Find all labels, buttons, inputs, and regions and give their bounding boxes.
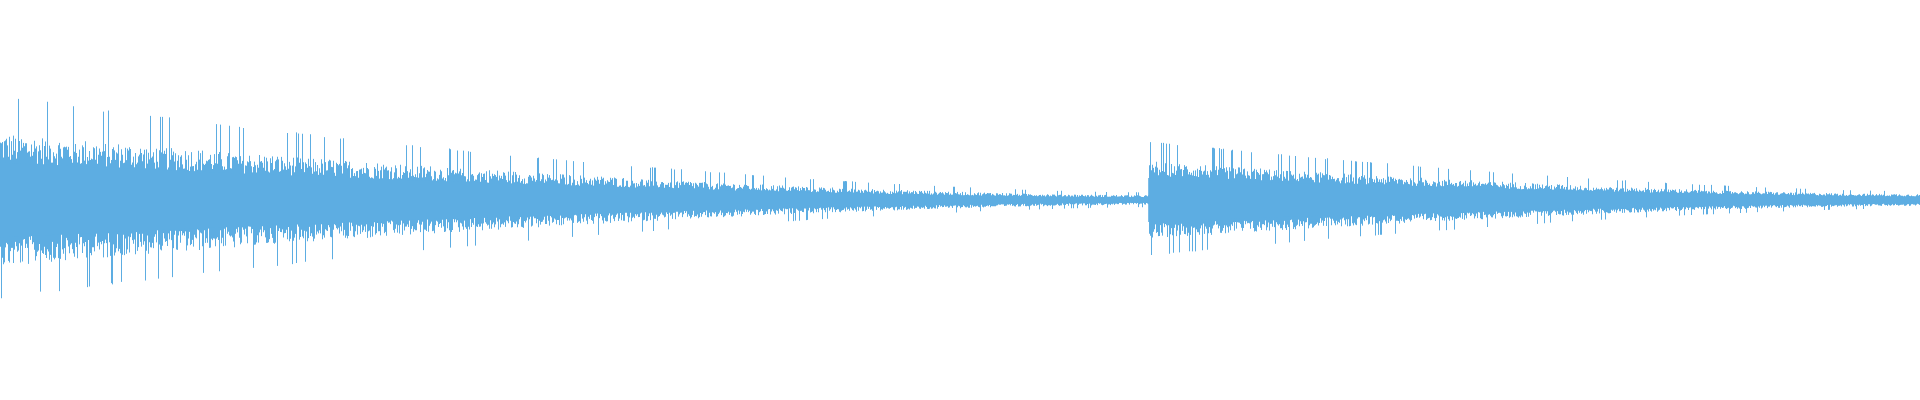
waveform-core-first-sound — [0, 162, 1149, 238]
waveform-core-second-sound — [1148, 178, 1920, 222]
